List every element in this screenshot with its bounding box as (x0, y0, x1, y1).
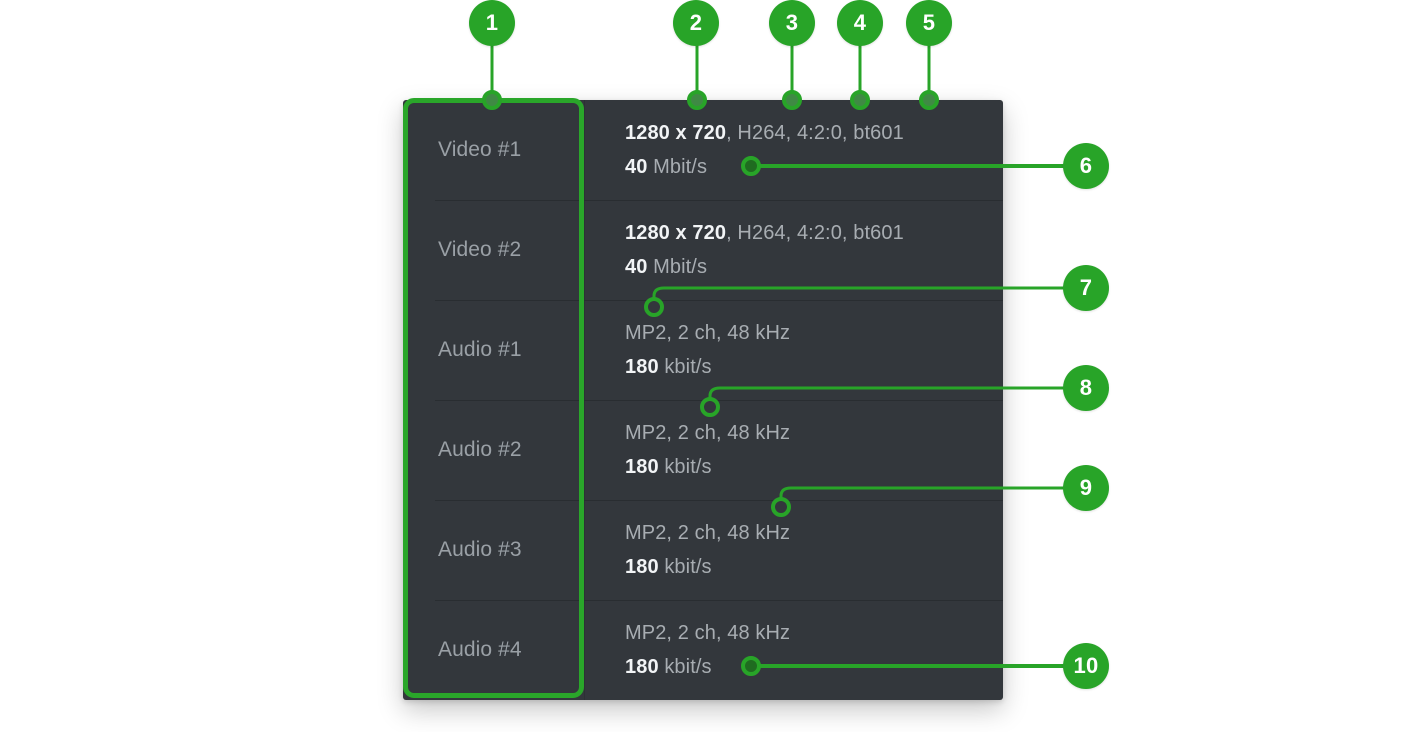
table-row[interactable]: Audio #3 MP2, 2 ch, 48 kHz 180 kbit/s (403, 500, 1003, 600)
callout-badge-7[interactable]: 7 (1063, 265, 1109, 311)
stream-detail-line: 1280 x 720, H264, 4:2:0, bt601 (625, 216, 904, 250)
stream-label: Audio #3 (438, 538, 522, 561)
callout-badge-2[interactable]: 2 (673, 0, 719, 46)
table-row[interactable]: Audio #4 MP2, 2 ch, 48 kHz 180 kbit/s (403, 600, 1003, 700)
row-divider (435, 500, 1003, 501)
detail-emphasis: 180 (625, 656, 659, 678)
detail-emphasis: 180 (625, 556, 659, 578)
stream-details: MP2, 2 ch, 48 kHz 180 kbit/s (625, 316, 790, 384)
stream-detail-line: 180 kbit/s (625, 350, 790, 384)
detail-emphasis: 1280 x 720 (625, 122, 727, 144)
stream-detail-line: MP2, 2 ch, 48 kHz (625, 316, 790, 350)
stream-label: Video #2 (438, 238, 522, 261)
stream-detail-line: 40 Mbit/s (625, 250, 904, 284)
detail-text: MP2, 2 ch, 48 kHz (625, 322, 791, 344)
row-divider (435, 200, 1003, 201)
detail-text: kbit/s (658, 556, 712, 578)
stream-detail-line: 40 Mbit/s (625, 150, 904, 184)
callout-badge-9[interactable]: 9 (1063, 465, 1109, 511)
callout-badge-10[interactable]: 10 (1063, 643, 1109, 689)
callout-badge-6[interactable]: 6 (1063, 143, 1109, 189)
stream-details: MP2, 2 ch, 48 kHz 180 kbit/s (625, 616, 790, 684)
stream-label: Audio #2 (438, 438, 522, 461)
callout-badge-8[interactable]: 8 (1063, 365, 1109, 411)
detail-text: Mbit/s (647, 256, 708, 278)
table-row[interactable]: Audio #2 MP2, 2 ch, 48 kHz 180 kbit/s (403, 400, 1003, 500)
stream-details: MP2, 2 ch, 48 kHz 180 kbit/s (625, 516, 790, 584)
detail-text: kbit/s (658, 656, 712, 678)
callout-badge-1[interactable]: 1 (469, 0, 515, 46)
table-row[interactable]: Audio #1 MP2, 2 ch, 48 kHz 180 kbit/s (403, 300, 1003, 400)
detail-text: MP2, 2 ch, 48 kHz (625, 422, 791, 444)
row-divider (435, 600, 1003, 601)
stream-detail-line: MP2, 2 ch, 48 kHz (625, 516, 790, 550)
stream-detail-line: 180 kbit/s (625, 650, 790, 684)
detail-text: MP2, 2 ch, 48 kHz (625, 622, 791, 644)
stream-label: Video #1 (438, 138, 522, 161)
stream-detail-line: MP2, 2 ch, 48 kHz (625, 416, 790, 450)
callout-badge-3[interactable]: 3 (769, 0, 815, 46)
row-divider (435, 300, 1003, 301)
detail-emphasis: 180 (625, 356, 659, 378)
detail-text: kbit/s (658, 456, 712, 478)
stream-detail-line: 180 kbit/s (625, 450, 790, 484)
detail-text: Mbit/s (647, 156, 708, 178)
detail-text: MP2, 2 ch, 48 kHz (625, 522, 791, 544)
detail-emphasis: 180 (625, 456, 659, 478)
callout-badge-4[interactable]: 4 (837, 0, 883, 46)
stream-detail-line: 1280 x 720, H264, 4:2:0, bt601 (625, 116, 904, 150)
stream-detail-line: 180 kbit/s (625, 550, 790, 584)
detail-text: , H264, 4:2:0, bt601 (726, 122, 904, 144)
detail-text: kbit/s (658, 356, 712, 378)
callout-badge-5[interactable]: 5 (906, 0, 952, 46)
stream-label: Audio #4 (438, 638, 522, 661)
detail-text: , H264, 4:2:0, bt601 (726, 222, 904, 244)
detail-emphasis: 40 (625, 256, 648, 278)
row-divider (435, 400, 1003, 401)
detail-emphasis: 1280 x 720 (625, 222, 727, 244)
stream-label: Audio #1 (438, 338, 522, 361)
detail-emphasis: 40 (625, 156, 648, 178)
stream-detail-line: MP2, 2 ch, 48 kHz (625, 616, 790, 650)
stream-details: MP2, 2 ch, 48 kHz 180 kbit/s (625, 416, 790, 484)
